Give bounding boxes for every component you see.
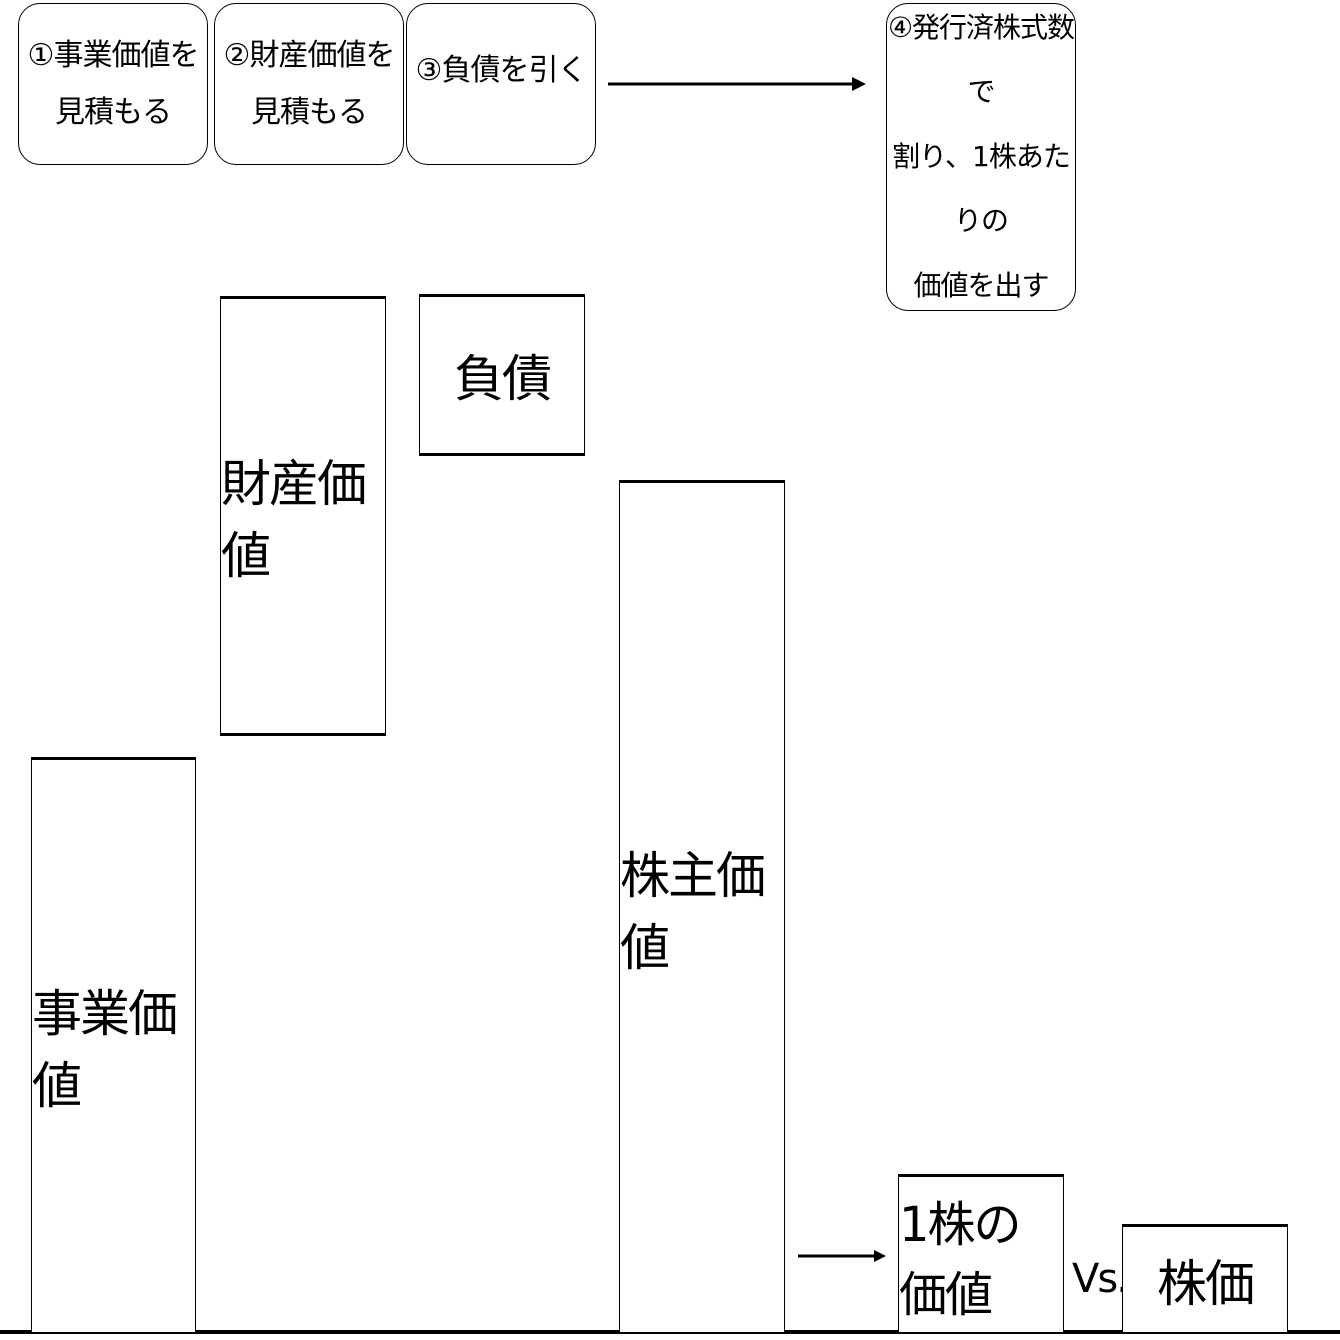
versus-label: Vs. [1072,1256,1129,1302]
liabilities-block: 負債 [419,294,585,456]
step-1-line-1: ①事業価値を [27,38,200,73]
step-1-box: ①事業価値を 見積もる [18,3,208,165]
shareholder-value-block: 株主価値 [619,480,785,1332]
business-value-label: 事業価値 [32,985,178,1115]
liabilities-label: 負債 [454,350,552,408]
top-arrow-head [852,77,866,91]
step-4-line-2: 割り、1株あたりの [892,139,1071,238]
step-2-box: ②財産価値を 見積もる [214,3,404,165]
stock-price-block: 株価 [1122,1224,1288,1332]
business-value-block: 事業価値 [31,757,196,1332]
per-share-value-label: 1株の価値 [899,1196,1022,1323]
asset-value-block: 財産価値 [220,296,386,736]
step-4-line-1: ④発行済株式数で [887,11,1075,109]
shareholder-value-label: 株主価値 [620,846,766,977]
step-2-line-1: ②財産価値を [223,38,396,73]
per-share-value-block: 1株の価値 [898,1174,1064,1332]
step-4-box: ④発行済株式数で 割り、1株あたりの 価値を出す [886,3,1076,311]
stock-price-label: 株価 [1157,1254,1255,1313]
step-1-line-2: 見積もる [55,95,172,130]
step-3-box: ③負債を引く [406,3,596,165]
step-4-line-3: 価値を出す [913,268,1049,302]
step-2-line-2: 見積もる [251,95,368,130]
asset-value-label: 財産価値 [221,455,367,585]
step-3-line-1: ③負債を引く [415,53,588,88]
bottom-arrow-head [874,1250,886,1262]
